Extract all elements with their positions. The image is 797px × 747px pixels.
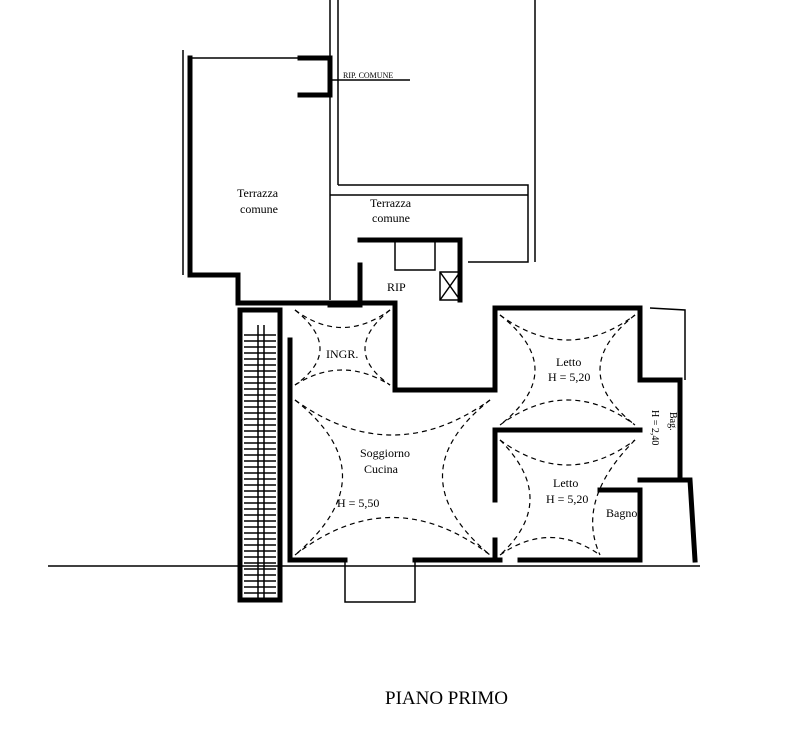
letto2-label: Letto bbox=[553, 476, 578, 490]
apartment-walls bbox=[235, 300, 698, 603]
letto1-label: Letto bbox=[556, 355, 581, 369]
plan-title: PIANO PRIMO bbox=[385, 688, 508, 709]
terrace-right bbox=[330, 0, 536, 263]
soggiorno-height: H = 5,50 bbox=[337, 496, 379, 510]
rip-comune-label: RIP. COMUNE bbox=[343, 71, 393, 80]
terrazza-left-label: Terrazza bbox=[237, 186, 279, 200]
terrace-left bbox=[182, 0, 339, 303]
bag-small-label: Bag. bbox=[667, 412, 678, 431]
rip-comune bbox=[297, 55, 410, 98]
terrazza-right-label: Terrazza bbox=[370, 196, 412, 210]
vault-dashes bbox=[294, 309, 636, 556]
cucina-label: Cucina bbox=[364, 462, 399, 476]
bag-small-height: H = 2,40 bbox=[649, 410, 660, 445]
bagno-label: Bagno bbox=[606, 506, 637, 520]
ingr-label: INGR. bbox=[326, 347, 358, 361]
soggiorno-label: Soggiorno bbox=[360, 446, 410, 460]
rip-label: RIP bbox=[387, 280, 406, 294]
terrazza-right-label-2: comune bbox=[372, 211, 410, 225]
external-stair bbox=[237, 307, 283, 603]
letto2-height: H = 5,20 bbox=[546, 492, 588, 506]
stair-rip bbox=[327, 237, 463, 308]
terrazza-left-label-2: comune bbox=[240, 202, 278, 216]
letto1-height: H = 5,20 bbox=[548, 370, 590, 384]
